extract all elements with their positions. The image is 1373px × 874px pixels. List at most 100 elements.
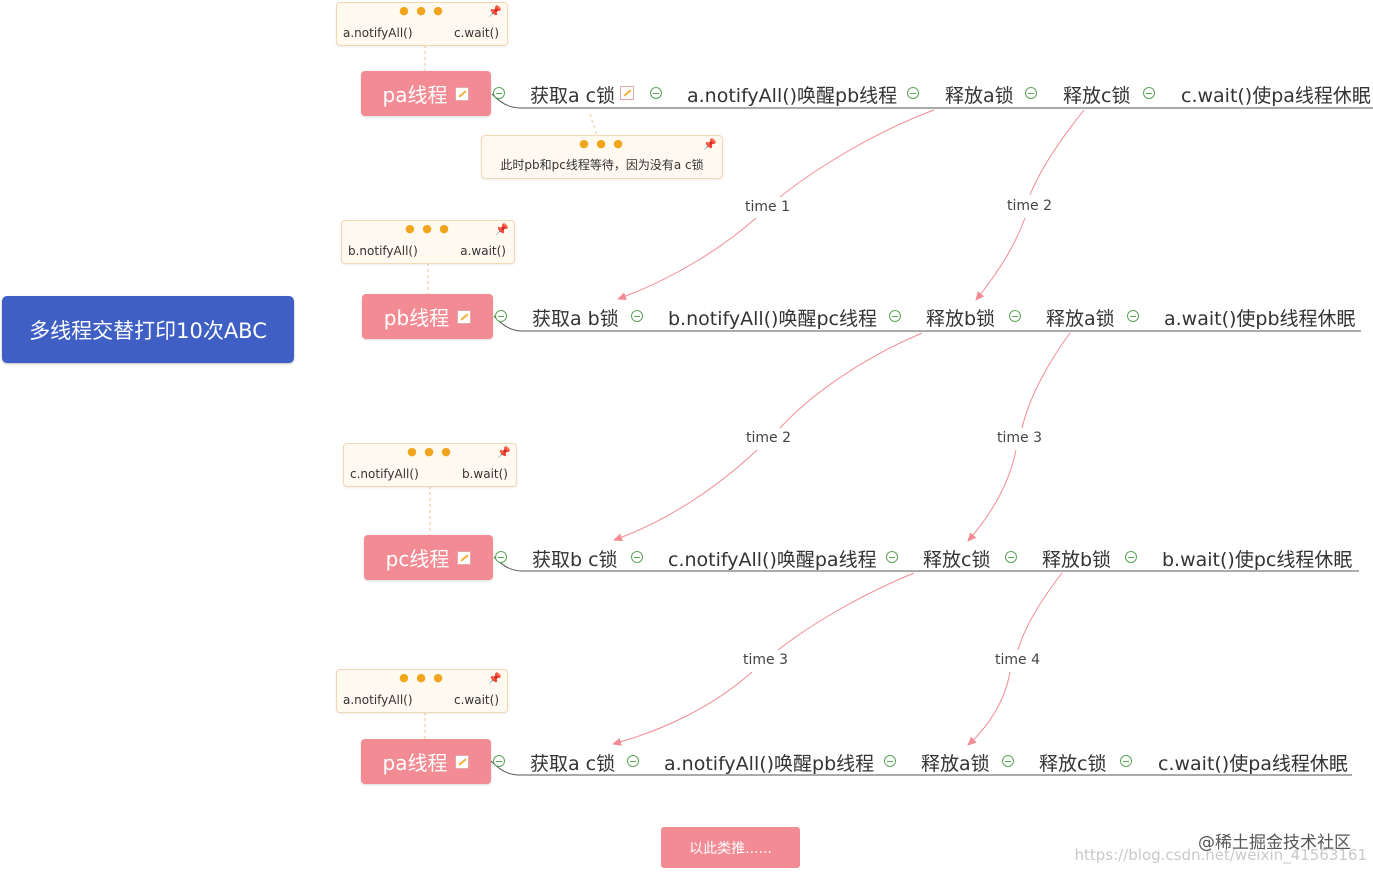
more-dots-icon: ● ● ● bbox=[579, 137, 625, 150]
note-icon[interactable] bbox=[620, 86, 634, 100]
note-icon[interactable] bbox=[457, 550, 472, 565]
collapse-icon[interactable] bbox=[1125, 551, 1137, 563]
thread-label: pa线程 bbox=[382, 751, 448, 775]
time-label: time 3 bbox=[995, 430, 1044, 446]
more-dots-icon: ● ● ● bbox=[405, 222, 451, 235]
collapse-icon[interactable] bbox=[493, 755, 505, 767]
collapse-icon[interactable] bbox=[631, 310, 643, 322]
pin-icon: 📌 bbox=[703, 138, 717, 151]
note-icon[interactable] bbox=[455, 754, 470, 769]
collapse-icon[interactable] bbox=[884, 755, 896, 767]
step-node[interactable]: a.wait()使pb线程休眠 bbox=[1164, 308, 1356, 330]
time-arrow bbox=[967, 671, 1011, 746]
step-node[interactable]: a.notifyAll()唤醒pb线程 bbox=[687, 85, 898, 107]
note-icon[interactable] bbox=[457, 309, 472, 324]
note-right-text: c.wait() bbox=[454, 693, 499, 707]
step-node[interactable]: a.notifyAll()唤醒pb线程 bbox=[664, 753, 875, 775]
step-node[interactable]: c.notifyAll()唤醒pa线程 bbox=[668, 549, 877, 571]
note-left-text: a.notifyAll() bbox=[343, 693, 413, 707]
collapse-icon[interactable] bbox=[1005, 551, 1017, 563]
collapse-icon[interactable] bbox=[1025, 87, 1037, 99]
time-arrow bbox=[779, 332, 923, 429]
step-node[interactable]: 获取a b锁 bbox=[532, 308, 619, 330]
time-arrow bbox=[1029, 109, 1085, 196]
thread-node-pa[interactable]: pa线程 bbox=[361, 739, 491, 784]
step-node[interactable]: c.wait()使pa线程休眠 bbox=[1181, 85, 1371, 107]
time-arrow bbox=[777, 572, 915, 651]
thread-note[interactable]: ● ● ● 📌 a.notifyAll() c.wait() bbox=[336, 669, 508, 713]
collapse-icon[interactable] bbox=[1127, 310, 1139, 322]
collapse-icon[interactable] bbox=[1143, 87, 1155, 99]
watermark-url: https://blog.csdn.net/weixin_41563161 bbox=[1074, 846, 1367, 864]
thread-node-pa[interactable]: pa线程 bbox=[361, 71, 491, 116]
step-node[interactable]: 获取a c锁 bbox=[530, 85, 616, 107]
note-left-text: b.notifyAll() bbox=[348, 244, 418, 258]
root-node[interactable]: 多线程交替打印10次ABC bbox=[2, 296, 294, 363]
collapse-icon[interactable] bbox=[631, 551, 643, 563]
step-node[interactable]: 释放a锁 bbox=[921, 753, 990, 775]
collapse-icon[interactable] bbox=[627, 755, 639, 767]
collapse-icon[interactable] bbox=[495, 310, 507, 322]
step-node[interactable]: 获取a c锁 bbox=[530, 753, 616, 775]
more-dots-icon: ● ● ● bbox=[399, 4, 445, 17]
note-center-text: 此时pb和pc线程等待，因为没有a c锁 bbox=[500, 158, 704, 172]
collapse-icon[interactable] bbox=[886, 551, 898, 563]
step-node[interactable]: 释放b锁 bbox=[1042, 549, 1112, 571]
more-dots-icon: ● ● ● bbox=[407, 445, 453, 458]
collapse-icon[interactable] bbox=[493, 87, 505, 99]
collapse-icon[interactable] bbox=[1002, 755, 1014, 767]
note-right-text: c.wait() bbox=[454, 26, 499, 40]
time-arrow bbox=[1017, 572, 1063, 651]
time-arrow bbox=[612, 671, 753, 746]
root-label: 多线程交替打印10次ABC bbox=[29, 318, 267, 343]
note-icon[interactable] bbox=[455, 86, 470, 101]
etc-node[interactable]: 以此类推...... bbox=[661, 827, 800, 868]
collapse-icon[interactable] bbox=[1009, 310, 1021, 322]
time-label: time 3 bbox=[741, 652, 790, 668]
step-node[interactable]: c.wait()使pa线程休眠 bbox=[1158, 753, 1348, 775]
step-node[interactable]: b.wait()使pc线程休眠 bbox=[1162, 549, 1353, 571]
thread-note[interactable]: ● ● ● 📌 b.notifyAll() a.wait() bbox=[341, 220, 515, 264]
collapse-icon[interactable] bbox=[1120, 755, 1132, 767]
thread-node-pb[interactable]: pb线程 bbox=[362, 294, 493, 339]
note-left-text: a.notifyAll() bbox=[343, 26, 413, 40]
more-dots-icon: ● ● ● bbox=[399, 671, 445, 684]
note-connector bbox=[589, 113, 598, 137]
time-arrow bbox=[975, 217, 1026, 301]
step-node[interactable]: 释放a锁 bbox=[1046, 308, 1115, 330]
etc-label: 以此类推...... bbox=[689, 840, 772, 857]
step-node[interactable]: 获取b c锁 bbox=[532, 549, 618, 571]
time-label: time 2 bbox=[1005, 198, 1054, 214]
thread-note[interactable]: ● ● ● 📌 c.notifyAll() b.wait() bbox=[343, 443, 517, 487]
thread-node-pc[interactable]: pc线程 bbox=[364, 535, 493, 580]
time-arrow bbox=[613, 449, 758, 542]
step-node[interactable]: 释放b锁 bbox=[926, 308, 996, 330]
note-right-text: a.wait() bbox=[460, 244, 506, 258]
collapse-icon[interactable] bbox=[889, 310, 901, 322]
pin-icon: 📌 bbox=[488, 672, 502, 685]
time-arrow bbox=[617, 217, 757, 301]
collapse-icon[interactable] bbox=[495, 551, 507, 563]
thread-label: pb线程 bbox=[383, 306, 450, 330]
time-arrow bbox=[1021, 332, 1071, 429]
time-arrow bbox=[779, 109, 935, 198]
thread-note[interactable]: ● ● ● 📌 a.notifyAll() c.wait() bbox=[336, 2, 508, 46]
collapse-icon[interactable] bbox=[650, 87, 662, 99]
collapse-icon[interactable] bbox=[907, 87, 919, 99]
note-left-text: c.notifyAll() bbox=[350, 467, 419, 481]
thread-note[interactable]: ● ● ● 📌 此时pb和pc线程等待，因为没有a c锁 bbox=[481, 135, 723, 179]
watermark: @稀土掘金技术社区 bbox=[1198, 833, 1351, 853]
step-node[interactable]: 释放c锁 bbox=[1039, 753, 1107, 775]
pin-icon: 📌 bbox=[497, 446, 511, 459]
step-node[interactable]: b.notifyAll()唤醒pc线程 bbox=[668, 308, 877, 330]
step-node[interactable]: 释放a锁 bbox=[945, 85, 1014, 107]
step-node[interactable]: 释放c锁 bbox=[923, 549, 991, 571]
time-label: time 1 bbox=[743, 199, 792, 215]
thread-label: pc线程 bbox=[385, 547, 450, 571]
step-node[interactable]: 释放c锁 bbox=[1063, 85, 1131, 107]
pin-icon: 📌 bbox=[488, 5, 502, 18]
note-right-text: b.wait() bbox=[461, 467, 508, 481]
time-label: time 4 bbox=[993, 652, 1042, 668]
time-arrow bbox=[967, 449, 1017, 542]
